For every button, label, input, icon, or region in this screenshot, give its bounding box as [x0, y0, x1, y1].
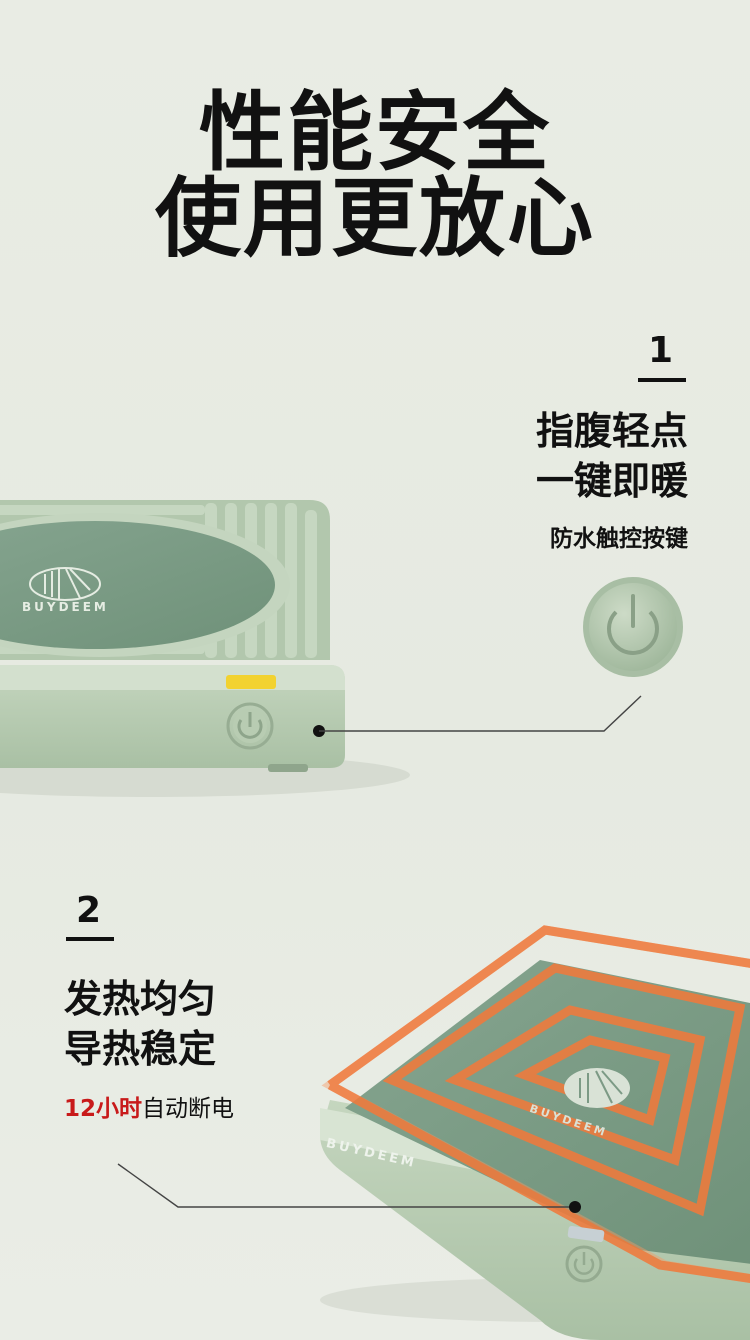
- bottom-device: [320, 925, 750, 1340]
- feature-1-caption: 防水触控按键: [550, 526, 688, 552]
- feature-1-number-underline: [638, 378, 686, 382]
- top-device: [0, 500, 410, 797]
- feature-2-title-line-2: 导热稳定: [64, 1027, 217, 1071]
- headline-line-1: 性能安全: [199, 83, 551, 183]
- feature-1-title-line-1: 指腹轻点: [535, 409, 688, 453]
- callout-2-graphic: [117, 1163, 581, 1213]
- feature-2-number: 2: [76, 890, 102, 931]
- feature-2-number-underline: [66, 937, 114, 941]
- feature-1-number: 1: [648, 330, 674, 371]
- callout-1-graphic: [313, 577, 683, 737]
- headline-line-2: 使用更放心: [155, 169, 595, 269]
- feature-2-caption: 12小时自动断电: [64, 1098, 234, 1121]
- brand-label-top-device: BUYDEEM: [22, 600, 109, 614]
- feature-2-caption-highlight: 12小时: [64, 1096, 143, 1122]
- feature-1-title-line-2: 一键即暖: [535, 459, 688, 503]
- feature-2-caption-rest: 自动断电: [142, 1096, 235, 1122]
- feature-2-title-line-1: 发热均匀: [64, 977, 217, 1021]
